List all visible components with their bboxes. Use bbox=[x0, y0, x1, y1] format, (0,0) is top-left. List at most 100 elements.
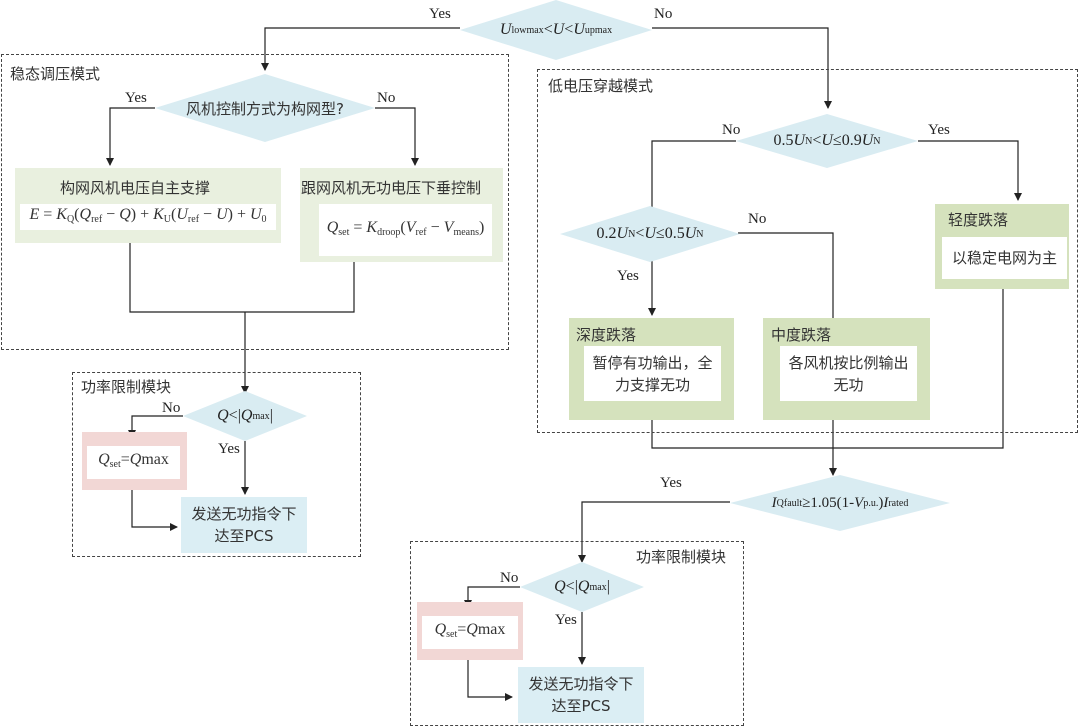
var-K: K bbox=[366, 218, 378, 236]
label-top-yes: Yes bbox=[429, 6, 451, 22]
var-Q: Q bbox=[119, 205, 131, 223]
sub-max: max bbox=[589, 581, 607, 593]
send-command-right-line1: 发送无功指令下 bbox=[528, 675, 634, 693]
sub-set: set bbox=[446, 629, 458, 640]
sub-ref: ref bbox=[415, 226, 427, 238]
sub-ref: ref bbox=[91, 213, 103, 225]
var-K: K bbox=[153, 205, 164, 223]
formula-grid-following: Qset = Kdroop(Vref − Vmeans) bbox=[319, 204, 492, 256]
op-lt: < bbox=[812, 132, 822, 149]
connector-lvrt1-no bbox=[648, 140, 736, 219]
send-command-left-line2: 达至PCS bbox=[214, 527, 274, 545]
sub-means: means bbox=[453, 226, 479, 238]
paren-close: ) bbox=[878, 494, 884, 511]
connector-fault-yes bbox=[578, 501, 730, 563]
var-V: V bbox=[443, 218, 454, 236]
paren-close: ) bbox=[130, 205, 137, 223]
connector-left-no bbox=[128, 415, 183, 438]
medium-drop-line2: 无功 bbox=[833, 375, 864, 394]
sub-max: max bbox=[477, 621, 506, 638]
connector-right-no bbox=[464, 586, 520, 608]
sub-N: N bbox=[873, 135, 881, 147]
box-grid-following-title: 跟网风机无功电压下垂控制 bbox=[301, 179, 482, 197]
send-command-right-line2: 达至PCS bbox=[551, 697, 611, 715]
box-medium-drop-body: 各风机按比例输出无功 bbox=[780, 346, 917, 401]
paren-close: ) bbox=[478, 218, 485, 236]
label-left-yes: Yes bbox=[218, 441, 240, 457]
sub-N: N bbox=[628, 228, 636, 240]
var-U: U bbox=[793, 132, 806, 149]
decision-grid-forming: 风机控制方式为构网型? bbox=[155, 74, 375, 142]
label-left-no: No bbox=[162, 400, 181, 416]
label-right-no: No bbox=[500, 570, 519, 586]
op-eq: = bbox=[349, 218, 367, 236]
sub-pu: p.u. bbox=[863, 497, 879, 509]
var-U: U bbox=[616, 225, 629, 242]
box-send-command-right: 发送无功指令下达至PCS bbox=[518, 667, 644, 723]
sub-N: N bbox=[805, 135, 813, 147]
label-steady-no: No bbox=[377, 90, 396, 106]
var-E: E bbox=[29, 205, 40, 223]
num: 0.9 bbox=[841, 132, 862, 149]
var-U: U bbox=[684, 225, 697, 242]
connector-lvrt1-yes bbox=[918, 140, 1022, 201]
op-lt: < bbox=[635, 225, 645, 242]
label-lvrt1-no: No bbox=[722, 122, 741, 138]
medium-drop-line1: 各风机按比例输出 bbox=[788, 353, 909, 372]
sub-U: U bbox=[163, 213, 172, 225]
box-qset-right: Qset=Qmax bbox=[417, 602, 523, 660]
group-power-limit-right bbox=[410, 541, 744, 726]
box-qset-left: Qset=Qmax bbox=[82, 432, 187, 490]
var-V: V bbox=[405, 218, 416, 236]
op-plus: + bbox=[136, 205, 154, 223]
send-command-left-line1: 发送无功指令下 bbox=[191, 505, 297, 523]
op-lt-abs: <| bbox=[565, 578, 578, 595]
op-lt: < bbox=[564, 21, 574, 38]
group-steady-mode bbox=[1, 54, 509, 350]
op-ge: ≥1.05(1- bbox=[802, 494, 855, 511]
group-lvrt-mode-title: 低电压穿越模式 bbox=[548, 77, 654, 95]
sub-droop: droop bbox=[377, 226, 401, 238]
formula-qset-left: Qset=Qmax bbox=[98, 449, 169, 476]
var-Q: Q bbox=[577, 578, 590, 595]
sub-set: set bbox=[109, 459, 121, 470]
connector-top-no bbox=[652, 27, 832, 109]
var-U: U bbox=[821, 132, 833, 149]
sub-max: max bbox=[141, 451, 169, 468]
sub-Q: Q bbox=[66, 213, 75, 225]
var-U: U bbox=[176, 205, 188, 223]
label-steady-yes: Yes bbox=[125, 90, 147, 106]
var-Q: Q bbox=[98, 451, 110, 468]
op-minus: − bbox=[102, 205, 120, 223]
connector-left-set bbox=[131, 478, 178, 531]
var-Q: Q bbox=[434, 621, 447, 638]
op-eq: = bbox=[457, 621, 467, 638]
sub-Qfault: Qfault bbox=[776, 497, 803, 509]
var-Q: Q bbox=[129, 451, 142, 468]
label-top-no: No bbox=[654, 6, 673, 22]
num: 0.2 bbox=[596, 225, 617, 242]
box-send-command-left: 发送无功指令下达至PCS bbox=[181, 497, 307, 553]
group-steady-mode-title: 稳态调压模式 bbox=[10, 65, 101, 83]
label-lvrt1-yes: Yes bbox=[928, 122, 950, 138]
var-U: U bbox=[249, 205, 262, 223]
label-lvrt2-no: No bbox=[748, 211, 767, 227]
var-Q: Q bbox=[240, 407, 253, 424]
group-power-limit-right-title: 功率限制模块 bbox=[636, 548, 727, 566]
box-medium-drop: 中度跌落 各风机按比例输出无功 bbox=[763, 318, 930, 420]
op-eq: = bbox=[120, 451, 130, 468]
var-Q: Q bbox=[466, 621, 478, 638]
sub-N: N bbox=[696, 228, 704, 240]
box-deep-drop: 深度跌落 暂停有功输出，全力支撑无功 bbox=[569, 318, 734, 420]
label-fault-yes: Yes bbox=[660, 475, 682, 491]
var-U: U bbox=[861, 132, 874, 149]
deep-drop-line1: 暂停有功输出，全 bbox=[592, 353, 713, 372]
box-medium-drop-title: 中度跌落 bbox=[771, 326, 832, 344]
label-right-yes: Yes bbox=[555, 612, 577, 628]
